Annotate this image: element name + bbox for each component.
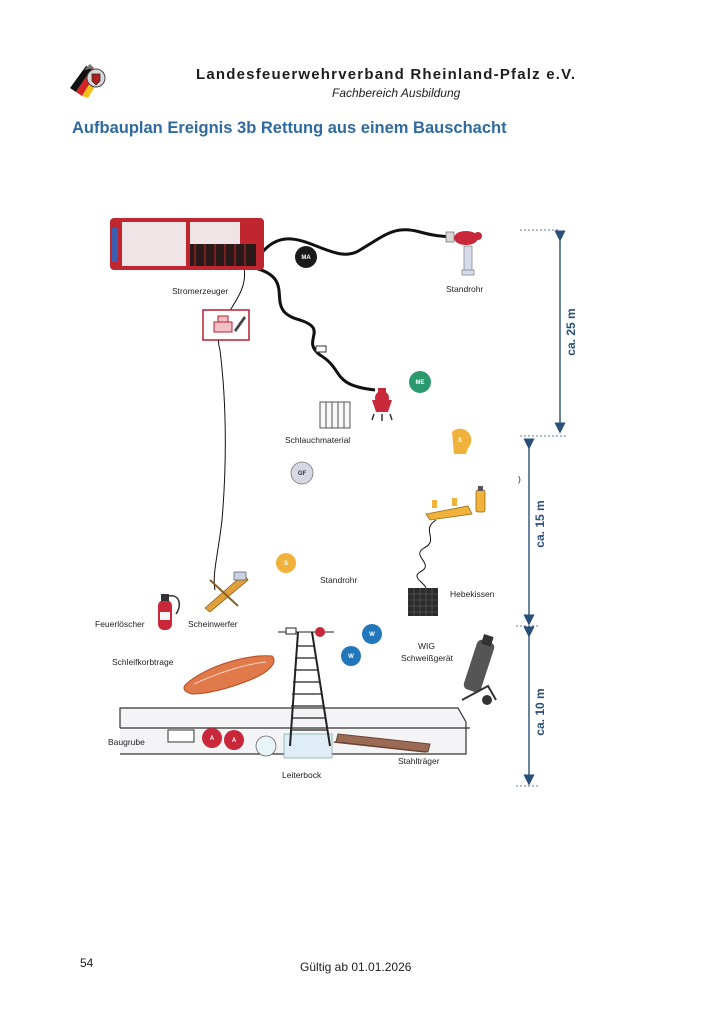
label-baugrube: Baugrube — [108, 737, 145, 747]
dimension-25m: ca. 25 m — [564, 308, 578, 355]
dimension-lines — [516, 229, 566, 787]
fire-truck-icon — [110, 218, 264, 270]
label-scheinwerfer: Scheinwerfer — [188, 619, 238, 629]
marker-s-upper-label: S — [458, 438, 462, 444]
hose-to-distributor — [254, 266, 376, 392]
hose-to-standpipe — [256, 228, 453, 259]
steel-beam-icon — [333, 733, 431, 753]
marker-w-lower-label: W — [348, 654, 354, 660]
marker-gf: GF — [290, 461, 314, 485]
lifting-bag-icon — [408, 588, 438, 616]
marker-w-upper-label: W — [369, 632, 375, 638]
marker-w-lower: W — [341, 646, 361, 666]
page-number: 54 — [80, 956, 94, 970]
marker-s-lower: S — [276, 553, 296, 573]
marker-w-upper: W — [362, 624, 382, 644]
department-name: Fachbereich Ausbildung — [332, 86, 461, 100]
label-feuerloescher: Feuerlöscher — [95, 619, 145, 629]
lifting-bag-controller-icon — [425, 486, 486, 521]
hose-coupling-icon — [315, 345, 327, 353]
label-stromerzeuger: Stromerzeuger — [172, 286, 228, 296]
label-leiterbock: Leiterbock — [282, 770, 322, 780]
standpipe-hydrant-icon — [445, 231, 482, 276]
ladder-stand-icon — [278, 627, 334, 747]
stray-mark: ) — [518, 474, 521, 484]
floodlight-icon — [204, 571, 249, 613]
marker-s-upper: S — [452, 428, 472, 454]
marker-me: ME — [409, 371, 431, 393]
label-standrohr-mid: Standrohr — [320, 575, 357, 585]
organization-logo-icon — [70, 64, 106, 98]
basket-stretcher-icon — [183, 655, 275, 695]
dimension-10m: ca. 10 m — [533, 688, 547, 735]
label-stahltraeger: Stahlträger — [398, 756, 440, 766]
lifting-bag-hose — [416, 519, 437, 591]
hose-material-icon — [319, 401, 351, 429]
marker-me-label: ME — [416, 380, 425, 386]
label-standrohr-top: Standrohr — [446, 284, 483, 294]
marker-s-lower-label: S — [284, 561, 288, 567]
welding-machine-icon — [461, 634, 497, 705]
fire-extinguisher-icon — [158, 594, 181, 630]
distributor-icon — [371, 388, 393, 421]
marker-a-left: A — [202, 728, 222, 748]
generator-icon — [202, 309, 250, 341]
label-wig: WIG — [418, 641, 435, 651]
marker-a-right-label: A — [232, 738, 237, 744]
label-hebekissen: Hebekissen — [450, 589, 495, 599]
label-schleifkorbtrage: Schleifkorbtrage — [112, 657, 174, 667]
marker-ma-label: MA — [301, 255, 311, 261]
organization-name: Landesfeuerwehrverband Rheinland-Pfalz e… — [196, 66, 577, 83]
label-schlauchmaterial: Schlauchmaterial — [285, 435, 350, 445]
marker-a-right: A — [224, 730, 244, 750]
page-title: Aufbauplan Ereignis 3b Rettung aus einem… — [72, 119, 507, 137]
marker-gf-label: GF — [298, 471, 307, 477]
label-schweissgeraet: Schweißgerät — [401, 653, 454, 663]
validity-date: Gültig ab 01.01.2026 — [300, 960, 412, 974]
marker-ma: MA — [295, 246, 317, 268]
dimension-15m: ca. 15 m — [533, 500, 547, 547]
marker-a-left-label: A — [210, 736, 215, 742]
